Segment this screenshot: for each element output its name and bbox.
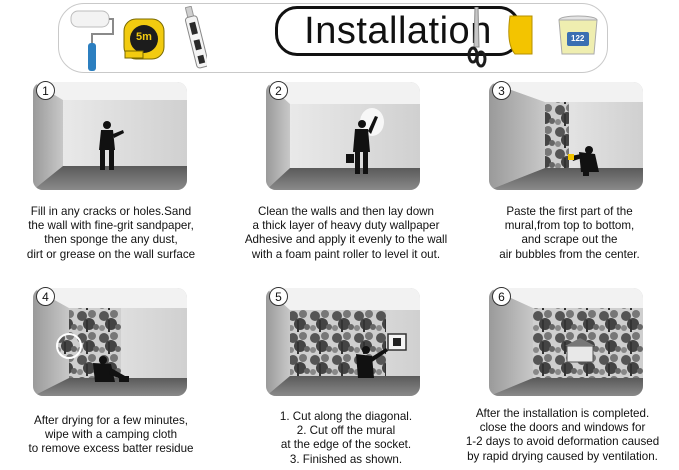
step-3-badge: 3 — [492, 81, 511, 100]
tape-measure-icon: 5m — [123, 18, 167, 67]
scissors-icon — [467, 6, 487, 74]
step-6-badge: 6 — [492, 287, 511, 306]
tape-label: 5m — [136, 31, 152, 43]
step-5-caption: 1. Cut along the diagonal. 2. Cut off th… — [279, 410, 413, 466]
step-4-illustration — [33, 288, 187, 396]
step-1-illustration — [33, 82, 187, 190]
step-2-badge: 2 — [269, 81, 288, 100]
step-2-caption: Clean the walls and then lay down a thic… — [244, 205, 448, 261]
page-title: Installation — [304, 10, 492, 52]
paint-roller-icon — [69, 8, 115, 77]
step-1-badge: 1 — [36, 81, 55, 100]
step-2-illustration — [266, 82, 420, 190]
paste-bucket-icon: 122 — [556, 14, 600, 63]
step-4-caption: After drying for a few minutes, wipe wit… — [28, 414, 194, 456]
step-1-caption: Fill in any cracks or holes.Sand the wal… — [26, 205, 196, 261]
step-5-badge: 5 — [269, 287, 288, 306]
paste-label: 122 — [571, 34, 585, 43]
step-3-caption: Paste the first part of the mural,from t… — [499, 205, 640, 261]
step-6-illustration — [489, 288, 643, 396]
tools-banner: 5m Installation — [58, 3, 608, 73]
step-6-caption: After the installation is completed. clo… — [465, 407, 660, 463]
step-5-illustration — [266, 288, 420, 396]
step-4-badge: 4 — [36, 287, 55, 306]
installation-title-box: Installation — [275, 6, 521, 56]
step-3-illustration — [489, 82, 643, 190]
scraper-icon — [505, 14, 535, 63]
utility-knife-icon — [184, 5, 209, 75]
